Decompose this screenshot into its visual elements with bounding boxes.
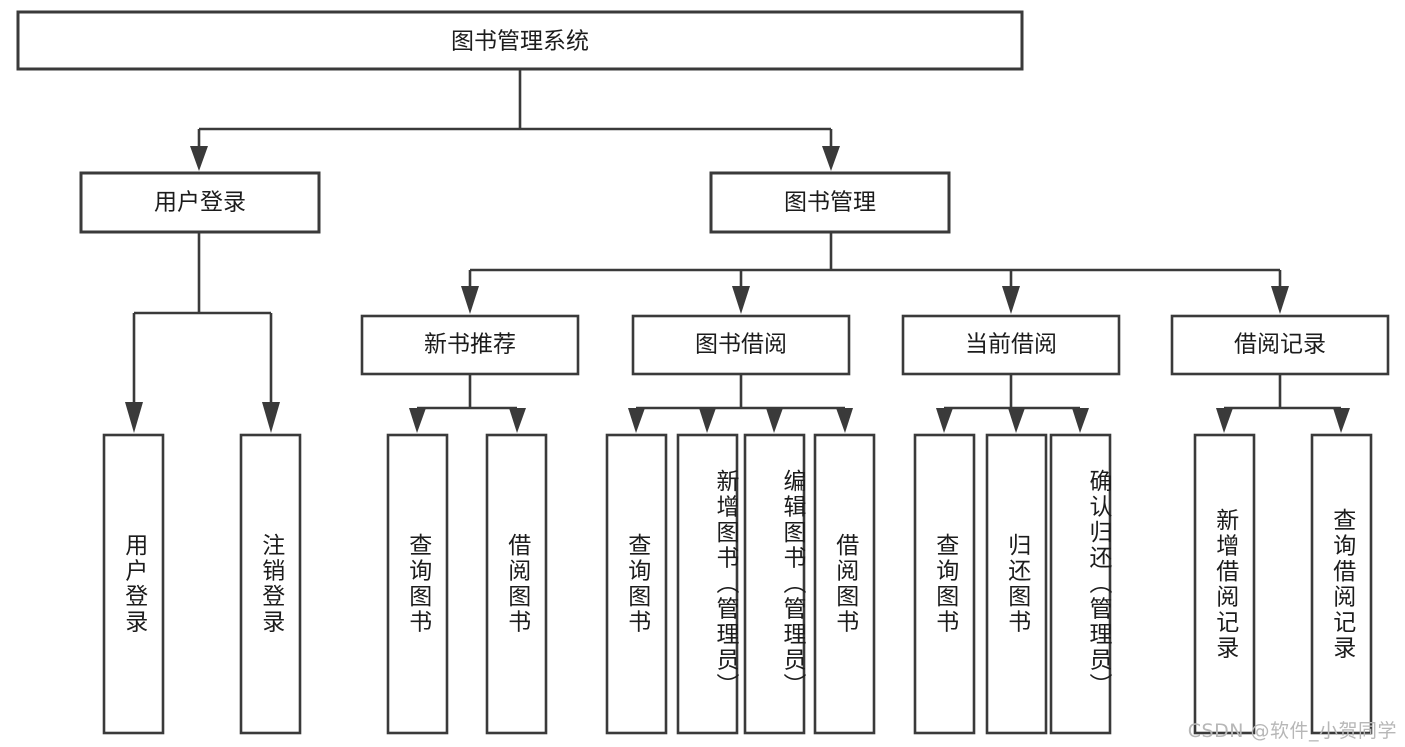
node-leaf-query-book-recommend-box[interactable] [386,433,449,735]
edge-group-book-borrow-to-leaves [628,374,853,433]
node-new-book-recommend-box[interactable] [360,314,580,376]
node-leaf-logout-box[interactable] [239,433,302,735]
arrow-head-leaf-confirm-return-admin [1072,408,1089,433]
node-leaf-borrow-book-recommend-box[interactable] [485,433,548,735]
node-leaf-query-book-borrow-box[interactable] [605,433,668,735]
node-root-box[interactable] [16,10,1024,71]
arrow-head-leaf-query-borrow-record [1333,408,1350,433]
arrow-head-leaf-borrow-book [836,408,853,433]
arrow-head-user-login [190,146,208,171]
arrow-head-leaf-add-borrow-record [1216,408,1233,433]
edge-group-borrow-record-to-leaves [1216,374,1350,433]
arrow-head-borrow-record [1271,286,1289,314]
node-book-borrow-box[interactable] [631,314,851,376]
edge-group-book-management-to-level3 [461,232,1289,314]
node-current-borrow-box[interactable] [901,314,1121,376]
arrow-head-book-management [822,146,840,171]
arrow-head-leaf-logout [262,402,280,433]
node-user-login-box[interactable] [79,171,321,234]
csdn-watermark: CSDN @软件_小贺同学 [1187,720,1397,742]
edge-group-user-login-to-leaves [125,232,280,433]
node-leaf-add-book-admin-box[interactable] [676,433,739,735]
node-book-management-label: 图书管理 [784,190,876,216]
arrow-head-leaf-query-book-current [936,408,953,433]
node-leaf-confirm-return-admin-box[interactable] [1049,433,1112,735]
leaf-boxes [102,433,1373,735]
node-root[interactable]: 图书管理系统 [16,10,1024,71]
node-book-borrow-label: 图书借阅 [695,332,787,358]
node-leaf-add-borrow-record-box[interactable] [1193,433,1256,735]
node-leaf-user-login-box[interactable] [102,433,165,735]
node-new-book-recommend[interactable]: 新书推荐 [360,314,580,376]
arrow-head-leaf-user-login [125,402,143,433]
node-leaf-borrow-book-box[interactable] [813,433,876,735]
node-user-login-label: 用户登录 [154,190,246,216]
node-book-management-box[interactable] [709,171,951,234]
node-current-borrow-label: 当前借阅 [965,332,1057,358]
node-current-borrow[interactable]: 当前借阅 [901,314,1121,376]
node-leaf-query-borrow-record-box[interactable] [1310,433,1373,735]
node-borrow-record[interactable]: 借阅记录 [1170,314,1390,376]
edge-group-new-book-recommend-to-leaves [409,374,526,433]
node-new-book-recommend-label: 新书推荐 [424,332,516,358]
node-leaf-return-book-box[interactable] [985,433,1048,735]
arrow-head-leaf-query-book-recommend [409,408,426,433]
arrow-head-leaf-edit-book-admin [766,408,783,433]
edge-group-root-to-level2 [190,69,840,171]
arrow-head-leaf-return-book [1008,408,1025,433]
arrow-head-leaf-borrow-book-recommend [509,408,526,433]
arrow-head-book-borrow [732,286,750,314]
node-leaf-edit-book-admin-box[interactable] [743,433,806,735]
arrow-head-leaf-query-book-borrow [628,408,645,433]
arrow-head-leaf-add-book-admin [699,408,716,433]
node-user-login[interactable]: 用户登录 [79,171,321,234]
node-borrow-record-box[interactable] [1170,314,1390,376]
node-book-borrow[interactable]: 图书借阅 [631,314,851,376]
arrow-head-new-book-recommend [461,286,479,314]
node-borrow-record-label: 借阅记录 [1234,332,1326,358]
arrow-head-current-borrow [1002,286,1020,314]
node-root-label: 图书管理系统 [451,29,589,55]
node-book-management[interactable]: 图书管理 [709,171,951,234]
node-leaf-query-book-current-box[interactable] [913,433,976,735]
edge-group-current-borrow-to-leaves [936,374,1089,433]
